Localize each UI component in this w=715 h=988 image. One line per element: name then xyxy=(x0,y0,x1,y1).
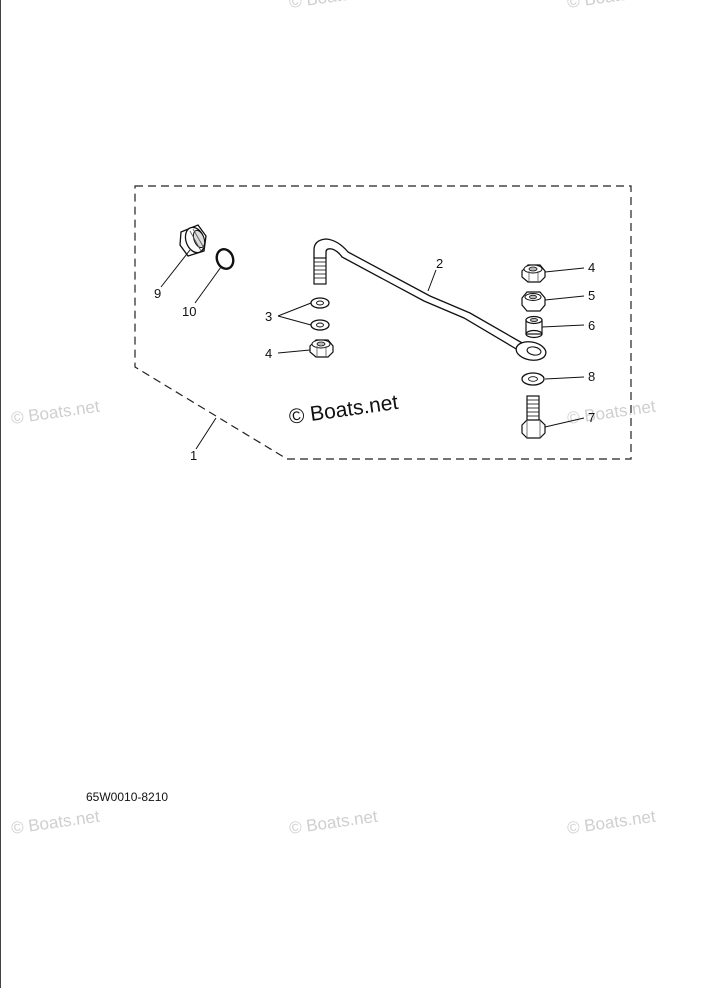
watermark-main: © Boats.net xyxy=(287,391,399,429)
lock-nut-icon xyxy=(521,264,546,283)
spacer-collar-icon xyxy=(525,315,543,339)
diagram-code: 65W0010-8210 xyxy=(86,790,168,804)
callout-2: 2 xyxy=(436,256,443,271)
watermark-mid-right: © Boats.net xyxy=(566,397,657,428)
callout-9: 9 xyxy=(154,286,161,301)
callout-4-left: 4 xyxy=(265,346,272,361)
kit-boundary xyxy=(134,185,632,460)
callout-1: 1 xyxy=(190,448,197,463)
watermark-top-center: © Boats.net xyxy=(288,0,379,12)
callout-8: 8 xyxy=(588,369,595,384)
fitting-nut-icon xyxy=(179,224,207,257)
callout-labels: 1 2 3 4 4 5 6 7 8 9 10 xyxy=(154,256,595,463)
watermark-bottom-center: © Boats.net xyxy=(288,807,379,838)
watermark-top-right: © Boats.net xyxy=(566,0,657,12)
washer-icon xyxy=(310,319,330,331)
lock-nut-icon xyxy=(309,339,334,358)
steering-rod-icon xyxy=(313,238,547,361)
washer-icon xyxy=(521,372,545,386)
watermark-mid-left: © Boats.net xyxy=(10,397,101,428)
callout-6: 6 xyxy=(588,318,595,333)
callout-10: 10 xyxy=(182,304,196,319)
bolt-icon xyxy=(521,395,546,439)
watermark-bottom-right: © Boats.net xyxy=(566,807,657,838)
watermark-bottom-left: © Boats.net xyxy=(10,807,101,838)
o-ring-icon xyxy=(215,248,235,270)
callout-5: 5 xyxy=(588,288,595,303)
callout-3: 3 xyxy=(265,309,272,324)
callout-4-right: 4 xyxy=(588,260,595,275)
callout-7: 7 xyxy=(588,410,595,425)
hex-nut-icon xyxy=(521,291,546,312)
page-left-edge xyxy=(0,0,1,988)
leader-lines xyxy=(160,249,585,450)
washer-icon xyxy=(310,297,330,309)
